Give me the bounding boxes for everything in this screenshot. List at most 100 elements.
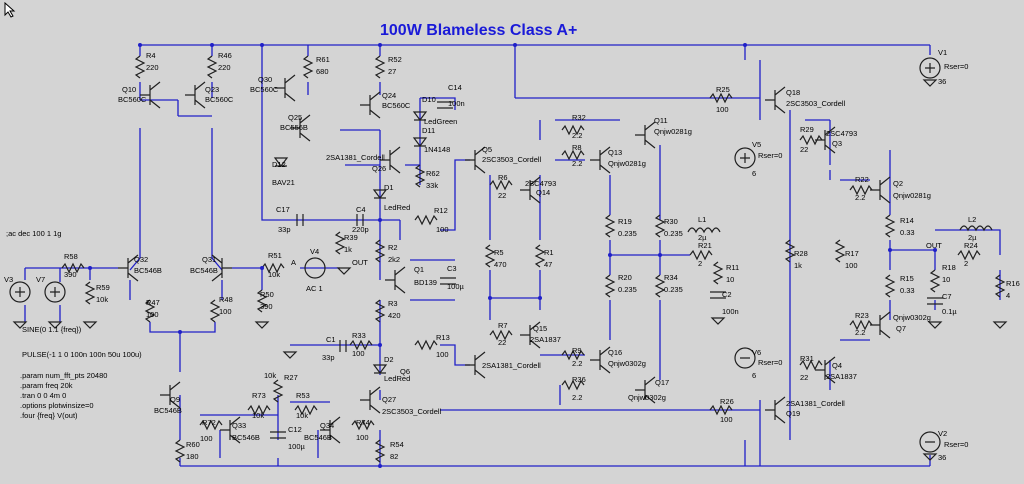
- diode-d2: [372, 364, 388, 374]
- resistor-r3: [374, 299, 386, 323]
- capacitor-c17: [296, 214, 304, 226]
- resistor-r62: [414, 164, 426, 188]
- resistor-r26: [709, 404, 733, 416]
- label-q15-value: 2SA1837: [530, 335, 561, 344]
- label-c17: C17: [276, 205, 290, 214]
- label-r1-value: 47: [544, 260, 552, 269]
- label-q34: Q34: [320, 421, 334, 430]
- label-r8-value: 2.2: [572, 159, 582, 168]
- label-d11-value: 1N4148: [424, 145, 450, 154]
- label-q7: Q7: [896, 324, 906, 333]
- diode-d10: [412, 111, 428, 121]
- resistor-r7: [489, 329, 513, 341]
- label-out-net: OUT: [352, 258, 368, 267]
- voltage-source-v1: [919, 57, 941, 79]
- resistor-r29: [799, 134, 823, 146]
- label-r60: R60: [186, 440, 200, 449]
- label-r61-value: 680: [316, 67, 329, 76]
- label-r52: R52: [388, 55, 402, 64]
- sources: [9, 57, 941, 453]
- label-v3: V3: [4, 275, 13, 284]
- label-r53-value: 10k: [296, 411, 308, 420]
- label-d1: D1: [384, 183, 394, 192]
- voltage-source-v5: [734, 147, 756, 169]
- directive-ac: ;ac dec 100 1 1g: [6, 229, 61, 238]
- label-q17: Q17: [655, 378, 669, 387]
- label-q11-value: Qnjw0281g: [654, 127, 692, 136]
- label-r6-value: 22: [498, 191, 506, 200]
- label-r61: R61: [316, 55, 330, 64]
- label-r9: R9: [572, 346, 582, 355]
- label-q17-value: Qnjw0302g: [628, 393, 666, 402]
- resistor-r50: [256, 289, 268, 313]
- label-r21-value: 2: [698, 259, 702, 268]
- transistor-q14: [520, 176, 541, 204]
- label-r34-value: 0.235: [664, 285, 683, 294]
- label-v1-value: 36: [938, 77, 946, 86]
- label-r62: R62: [426, 169, 440, 178]
- resistor-r32: [561, 124, 585, 136]
- label-r3-value: 420: [388, 311, 401, 320]
- label-r20-value: 0.235: [618, 285, 637, 294]
- label-q4: Q4: [832, 361, 842, 370]
- label-r47: R47: [146, 298, 160, 307]
- inductor-l2: [959, 225, 993, 232]
- label-l2: L2: [968, 215, 976, 224]
- label-q14: Q14: [536, 188, 550, 197]
- resistor-r30: [654, 214, 666, 238]
- label-r30-value: 0.235: [664, 229, 683, 238]
- label-r8: R8: [572, 143, 582, 152]
- transistor-q5: [465, 146, 486, 174]
- label-r54: R54: [390, 440, 404, 449]
- label-q34-value: BC546B: [304, 433, 332, 442]
- label-d2-value: LedRed: [384, 374, 410, 383]
- transistor-q8: [465, 351, 486, 379]
- label-r73: R73: [252, 391, 266, 400]
- label-node-a: A: [291, 258, 296, 267]
- inductor-l1: [687, 227, 721, 234]
- capacitors: [270, 101, 943, 439]
- transistor-q24: [360, 91, 381, 119]
- label-c4-value: 220p: [352, 225, 369, 234]
- grounds: [12, 79, 1008, 461]
- transistor-q7: [870, 311, 891, 339]
- label-r11: R11: [726, 263, 739, 272]
- label-r4-value: 220: [146, 63, 159, 72]
- label-r59-value: 10k: [96, 295, 108, 304]
- label-v5-value: 6: [752, 169, 756, 178]
- label-q2: Q2: [893, 179, 903, 188]
- junctions: [88, 43, 937, 468]
- label-q4-value: 2SA1837: [826, 372, 857, 381]
- resistor-r20: [604, 274, 616, 298]
- label-r36: R36: [572, 375, 586, 384]
- resistor-r17: [834, 239, 846, 263]
- label-r2: R2: [388, 243, 398, 252]
- label-q9-value: BC546B: [154, 406, 182, 415]
- label-r25-value: 100: [716, 105, 729, 114]
- label-r39-value: 1k: [344, 245, 352, 254]
- transistor-q31: [211, 254, 232, 282]
- resistor-r5: [484, 244, 496, 268]
- label-q2-value: Qnjw0281g: [893, 191, 931, 200]
- voltage-source-v3: [9, 281, 31, 303]
- label-r34: R34: [664, 273, 678, 282]
- mouse-pointer-icon: [4, 2, 16, 18]
- resistor-r28: [784, 239, 796, 263]
- transistor-q18: [765, 86, 786, 114]
- resistor-r48: [209, 299, 221, 323]
- label-r46-value: 220: [218, 63, 231, 72]
- transistor-q27: [360, 386, 381, 414]
- label-r30: R30: [664, 217, 678, 226]
- transistor-q26: [380, 146, 401, 174]
- label-q1: Q1: [414, 265, 424, 274]
- label-r13-value: 100: [436, 350, 449, 359]
- label-r72: R72: [202, 418, 216, 427]
- resistor-r47: [144, 299, 156, 323]
- label-r26-value: 100: [720, 415, 733, 424]
- label-r29-value: 22: [800, 145, 808, 154]
- label-r21: R21: [698, 241, 712, 250]
- label-r13: R13: [436, 333, 450, 342]
- resistor-r31: [799, 359, 823, 371]
